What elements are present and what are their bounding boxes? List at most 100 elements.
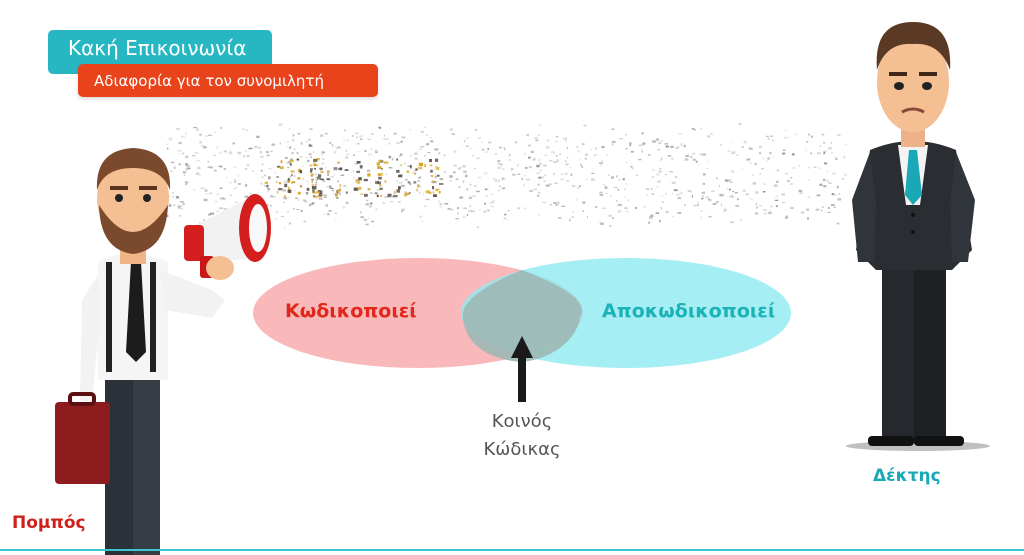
noise-speck <box>617 189 620 191</box>
noise-speck <box>436 148 439 151</box>
noise-speck <box>767 157 770 160</box>
noise-speck <box>570 173 573 176</box>
noise-speck <box>303 220 306 223</box>
noise-speck <box>455 218 459 220</box>
noise-speck <box>327 173 329 176</box>
noise-speck <box>675 176 677 178</box>
noise-speck <box>835 158 838 160</box>
noise-speck-dense <box>313 162 316 166</box>
noise-speck <box>508 159 511 161</box>
noise-speck <box>275 180 278 183</box>
noise-speck-dense <box>289 163 292 166</box>
noise-speck <box>615 199 618 202</box>
noise-speck-dense <box>438 191 441 194</box>
noise-speck-dense <box>310 175 313 177</box>
noise-speck <box>694 129 696 131</box>
noise-speck <box>626 210 629 213</box>
noise-speck-dense <box>287 179 291 183</box>
noise-speck-dense <box>316 176 321 180</box>
noise-speck <box>561 205 565 207</box>
noise-speck <box>625 162 628 164</box>
noise-speck <box>246 155 250 157</box>
noise-speck <box>834 206 836 209</box>
noise-speck <box>296 209 299 210</box>
noise-speck <box>343 140 345 143</box>
noise-speck <box>329 142 332 144</box>
noise-speck-dense <box>344 169 349 171</box>
noise-speck <box>707 159 709 162</box>
noise-speck <box>526 178 530 181</box>
noise-speck-dense <box>297 177 301 180</box>
noise-speck <box>572 210 574 214</box>
noise-speck <box>306 180 309 183</box>
noise-speck <box>423 192 425 195</box>
noise-speck-dense <box>416 188 418 191</box>
noise-speck <box>504 213 507 216</box>
noise-speck <box>360 216 364 218</box>
noise-speck-dense <box>339 167 343 171</box>
noise-speck-dense <box>268 176 271 180</box>
noise-speck-dense <box>356 170 361 174</box>
noise-speck <box>237 151 242 155</box>
noise-speck <box>449 128 453 131</box>
noise-speck <box>378 126 382 129</box>
noise-speck <box>419 175 422 178</box>
noise-speck <box>424 205 427 207</box>
noise-speck <box>359 135 363 137</box>
noise-speck <box>702 182 705 185</box>
noise-speck <box>374 149 378 152</box>
noise-speck-dense <box>405 192 410 195</box>
noise-speck-dense <box>288 186 290 190</box>
noise-speck <box>524 175 527 177</box>
noise-speck <box>844 143 848 146</box>
noise-speck <box>732 190 735 193</box>
noise-speck <box>608 174 610 176</box>
noise-speck-dense <box>290 174 293 177</box>
noise-speck <box>219 197 223 200</box>
noise-speck-dense <box>345 191 348 194</box>
noise-speck <box>815 208 820 211</box>
noise-speck <box>260 155 264 158</box>
noise-speck <box>438 152 441 155</box>
noise-speck <box>766 160 768 162</box>
noise-speck <box>810 152 813 155</box>
noise-speck-dense <box>310 173 314 177</box>
noise-speck <box>657 149 660 151</box>
common-code-label-line2: Κώδικας <box>483 439 561 460</box>
noise-speck <box>661 195 663 197</box>
noise-speck <box>566 146 569 149</box>
noise-speck <box>759 173 761 175</box>
noise-speck-dense <box>278 188 283 191</box>
noise-speck-dense <box>380 160 384 163</box>
noise-speck <box>499 146 502 149</box>
noise-speck-dense <box>313 164 318 167</box>
noise-speck <box>711 190 715 192</box>
noise-speck <box>642 144 644 146</box>
noise-speck <box>264 185 267 187</box>
noise-speck-dense <box>393 194 398 198</box>
noise-speck <box>581 165 583 168</box>
noise-speck <box>432 180 437 184</box>
noise-speck <box>244 184 248 187</box>
noise-speck <box>828 206 830 209</box>
noise-speck-dense <box>337 189 342 192</box>
noise-speck <box>301 165 304 167</box>
noise-speck-dense <box>353 187 358 191</box>
noise-speck <box>767 138 770 140</box>
noise-speck <box>404 179 408 181</box>
noise-speck <box>579 185 582 187</box>
noise-speck <box>383 137 387 140</box>
noise-speck <box>266 154 270 157</box>
noise-speck <box>731 170 734 173</box>
noise-speck <box>260 182 263 185</box>
noise-speck <box>366 169 371 172</box>
noise-speck <box>691 128 695 130</box>
noise-speck <box>297 132 300 135</box>
noise-speck <box>484 202 487 205</box>
noise-speck <box>345 201 349 205</box>
noise-speck-dense <box>299 185 302 187</box>
noise-speck-dense <box>432 191 435 194</box>
noise-speck <box>458 186 461 188</box>
noise-speck <box>667 155 672 157</box>
noise-speck <box>400 140 403 143</box>
